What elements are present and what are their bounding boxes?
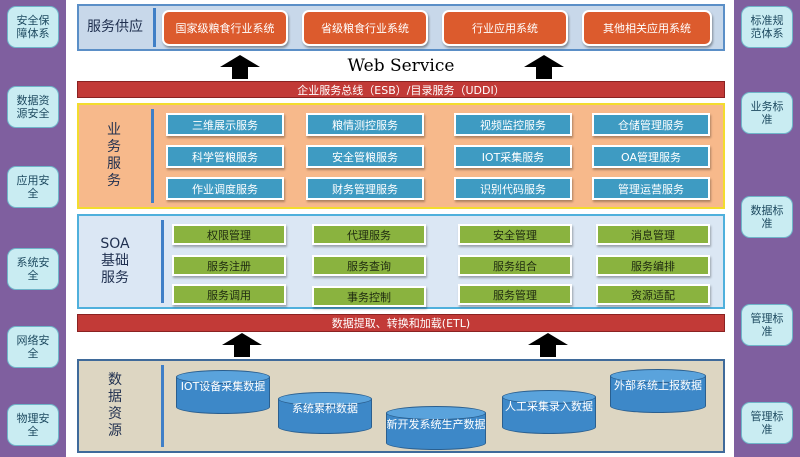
business-box-2: 粮情测控服务	[306, 113, 424, 136]
left-sidebar: 安全保障体系 数据资源安全 应用安全 系统安全 网络安全 物理安全	[0, 0, 66, 457]
soa-box-11: 服务管理	[458, 284, 572, 305]
service-supply-label: 服务供应	[87, 19, 143, 35]
up-arrow-ws-left	[220, 55, 260, 79]
db-new-system: 新开发系统生产数据	[386, 406, 486, 450]
soa-box-9: 服务调用	[172, 284, 286, 305]
business-box-1: 三维展示服务	[166, 113, 284, 136]
business-services-label: 业务服务	[107, 122, 121, 189]
service-box-national: 国家级粮食行业系统	[162, 10, 288, 46]
esb-bar: 企业服务总线（ESB）/目录服务（UDDI）	[77, 81, 725, 98]
soa-box-2: 代理服务	[312, 224, 426, 245]
up-arrow-etl-left	[222, 333, 262, 357]
soa-box-7: 服务组合	[458, 255, 572, 276]
left-pill-security-system: 安全保障体系	[7, 6, 59, 48]
right-pill-management-standard: 管理标准	[741, 304, 793, 346]
right-pill-business-standard: 业务标准	[741, 92, 793, 134]
soa-box-3: 安全管理	[458, 224, 572, 245]
service-box-provincial: 省级粮食行业系统	[302, 10, 428, 46]
soa-box-8: 服务编排	[596, 255, 710, 276]
business-box-11: 识别代码服务	[454, 177, 572, 200]
soa-box-4: 消息管理	[596, 224, 710, 245]
db-external-report-label: 外部系统上报数据	[614, 379, 702, 392]
soa-box-12: 资源适配	[596, 284, 710, 305]
business-box-8: OA管理服务	[592, 145, 710, 168]
soa-box-5: 服务注册	[172, 255, 286, 276]
db-system-accumulated: 系统累积数据	[278, 392, 372, 434]
business-box-9: 作业调度服务	[166, 177, 284, 200]
up-arrow-ws-right	[524, 55, 564, 79]
db-external-report: 外部系统上报数据	[610, 369, 706, 413]
web-service-label: Web Service	[347, 56, 455, 76]
right-pill-standards-system: 标准规范体系	[741, 6, 793, 48]
business-box-7: IOT采集服务	[454, 145, 572, 168]
business-box-12: 管理运营服务	[592, 177, 710, 200]
service-supply-panel: 服务供应 国家级粮食行业系统 省级粮食行业系统 行业应用系统 其他相关应用系统	[77, 4, 725, 51]
soa-services-panel: SOA基础服务 权限管理 代理服务 安全管理 消息管理 服务注册 服务查询 服务…	[77, 214, 725, 309]
db-system-accumulated-label: 系统累积数据	[292, 402, 358, 415]
db-new-system-label: 新开发系统生产数据	[386, 418, 486, 431]
soa-services-label: SOA基础服务	[100, 236, 130, 286]
business-box-5: 科学管粮服务	[166, 145, 284, 168]
left-pill-system-security: 系统安全	[7, 248, 59, 290]
business-box-6: 安全管粮服务	[306, 145, 424, 168]
db-iot-data: IOT设备采集数据	[176, 370, 270, 414]
data-resources-label: 数据资源	[108, 372, 122, 439]
up-arrow-etl-right	[528, 333, 568, 357]
soa-box-6: 服务查询	[312, 255, 426, 276]
etl-bar: 数据提取、转换和加载(ETL)	[77, 314, 725, 332]
left-pill-app-security: 应用安全	[7, 166, 59, 208]
right-sidebar: 标准规范体系 业务标准 数据标准 管理标准 管理标准	[734, 0, 800, 457]
business-box-10: 财务管理服务	[306, 177, 424, 200]
left-pill-network-security: 网络安全	[7, 326, 59, 368]
soa-box-10: 事务控制	[312, 286, 426, 307]
business-services-panel: 业务服务 三维展示服务 粮情测控服务 视频监控服务 仓储管理服务 科学管粮服务 …	[77, 103, 725, 209]
service-box-industry: 行业应用系统	[442, 10, 568, 46]
left-pill-data-security: 数据资源安全	[7, 86, 59, 128]
business-box-4: 仓储管理服务	[592, 113, 710, 136]
right-pill-management-standard-2: 管理标准	[741, 402, 793, 444]
db-manual-entry-label: 人工采集录入数据	[505, 400, 593, 413]
service-box-other: 其他相关应用系统	[582, 10, 712, 46]
db-iot-data-label: IOT设备采集数据	[180, 380, 266, 393]
right-pill-data-standard: 数据标准	[741, 196, 793, 238]
left-pill-physical-security: 物理安全	[7, 404, 59, 446]
soa-box-1: 权限管理	[172, 224, 286, 245]
business-box-3: 视频监控服务	[454, 113, 572, 136]
db-manual-entry: 人工采集录入数据	[502, 390, 596, 434]
